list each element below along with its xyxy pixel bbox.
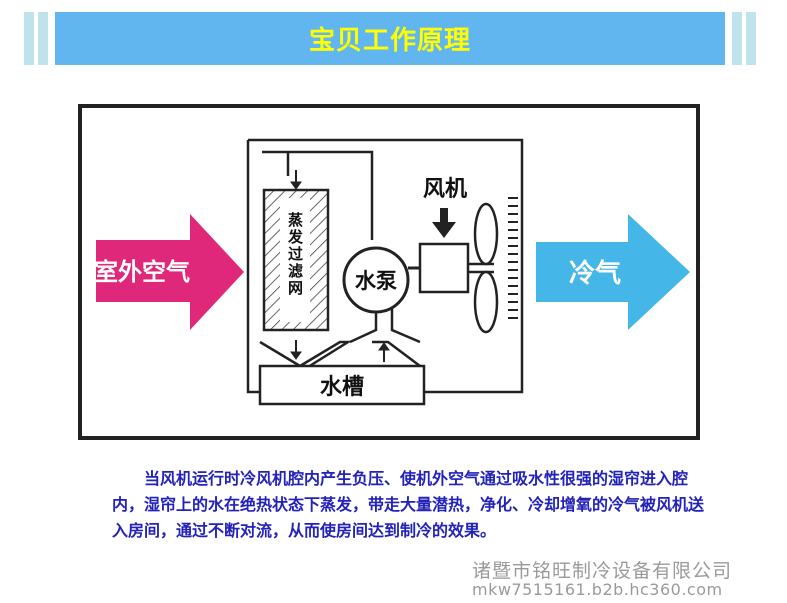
drip-arrow-top xyxy=(290,170,302,190)
inner-duct xyxy=(262,150,374,240)
tank-funnels xyxy=(259,340,421,374)
title-deco-left-2 xyxy=(38,12,48,65)
fan-motor xyxy=(418,242,470,294)
fan-down-arrow xyxy=(432,208,456,238)
outdoor-air-arrow xyxy=(96,214,244,330)
company-url: mkw7515161.b2b.hc360.com xyxy=(472,580,723,599)
evaporation-net-label: 蒸发过滤网 xyxy=(286,211,304,297)
fan-blade-top xyxy=(473,202,499,266)
page-title: 宝贝工作原理 xyxy=(55,12,725,65)
title-deco-right-2 xyxy=(746,12,756,65)
title-deco-right-1 xyxy=(732,12,742,65)
cold-air-arrow xyxy=(536,214,690,330)
company-name: 诸暨市铭旺制冷设备有限公司 xyxy=(472,560,733,582)
housing-right-wall xyxy=(420,196,524,394)
fan-blade-bottom xyxy=(473,270,499,334)
title-deco-left-1 xyxy=(24,12,34,65)
water-pump xyxy=(342,246,410,314)
description-text: 当风机运行时冷风机腔内产生负压、使机外空气通过吸水性很强的湿帘进入腔内，湿帘上的… xyxy=(112,469,705,540)
fan-label: 风机 xyxy=(423,177,467,202)
pump-up-arrow xyxy=(378,342,390,362)
outdoor-air-label: 室外空气 xyxy=(94,258,190,286)
water-tank xyxy=(258,364,426,406)
water-tank-label: 水槽 xyxy=(320,375,364,400)
pump-label: 水泵 xyxy=(355,269,397,293)
outlet-grille xyxy=(508,197,518,319)
cold-air-label: 冷气 xyxy=(569,258,621,289)
drip-arrow-bottom xyxy=(290,340,302,360)
